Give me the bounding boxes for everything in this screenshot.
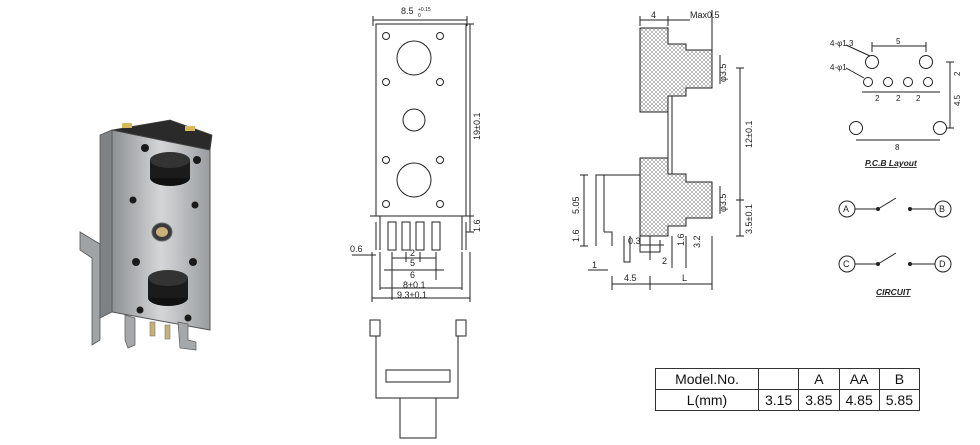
dim-pin-offset: 0.6 — [350, 244, 363, 254]
dim-max: Max0.5 — [690, 10, 720, 20]
table-header-blank — [757, 368, 800, 390]
pcb-dim-2b: 2 — [896, 94, 901, 103]
dim-pitch: 12±0.1 — [744, 121, 754, 148]
dim-5-05: 5.05 — [571, 196, 581, 214]
dim-1-6: 1.6 — [571, 229, 581, 242]
table-header-model: Model.No. — [655, 368, 759, 390]
dim-top-width: 4 — [651, 10, 656, 20]
pcb-dim-4-5: 4.5 — [953, 94, 962, 106]
table-cell-aa: 4.85 — [838, 389, 880, 411]
dim-3-2: 3.2 — [692, 235, 702, 248]
pcb-layout — [845, 42, 954, 141]
pcb-hole-1: 4-φ1.3 — [830, 39, 854, 48]
dim-phi-upper: φ3.5 — [718, 64, 728, 82]
pcb-dim-2c: 2 — [916, 94, 921, 103]
pcb-dim-5: 5 — [896, 37, 901, 46]
pcb-dim-8: 8 — [895, 143, 900, 152]
dim-4-5: 4.5 — [624, 273, 637, 283]
table-cell-a: 3.85 — [798, 389, 840, 411]
circuit-node-a: A — [843, 204, 849, 214]
dim-1-6b: 1.6 — [676, 233, 686, 246]
pcb-hole-2: 4-φ1 — [830, 63, 847, 72]
dim-width-tol2: 0 — [418, 13, 421, 19]
dim-phi-lower: φ3.5 — [718, 194, 728, 212]
circuit-labels: A B C D CIRCUIT — [843, 204, 946, 297]
dim-width-tol: +0.15 — [418, 7, 431, 13]
front-view-dims: 8.5 +0.15 0 19±0.1 1.6 0.6 2 5 6 8±0.1 9… — [350, 6, 482, 300]
dim-9-3: 9.3±0.1 — [397, 290, 427, 300]
table-cell-label: L(mm) — [655, 389, 759, 411]
pcb-title: P.C.B Layout — [865, 158, 918, 168]
table-cell-b: 5.85 — [878, 389, 921, 411]
table-cell-base: 3.15 — [757, 389, 800, 411]
table-header-a: A — [798, 368, 840, 390]
circuit — [838, 197, 952, 273]
side-view — [580, 10, 744, 290]
dim-5: 5 — [410, 258, 415, 268]
dim-low: 3.5±0.1 — [744, 204, 754, 234]
table-header-b: B — [878, 368, 921, 390]
dim-height: 19±0.1 — [472, 113, 482, 140]
dim-2: 2 — [662, 256, 667, 266]
table-row: L(mm) 3.15 3.85 4.85 5.85 — [655, 389, 921, 411]
dim-1: 1 — [592, 260, 597, 270]
circuit-title: CIRCUIT — [876, 287, 911, 297]
table-row: Model.No. A AA B — [655, 368, 921, 390]
dim-pin-height: 1.6 — [472, 219, 482, 232]
dim-6: 6 — [410, 270, 415, 280]
pcb-dim-2r: 2 — [953, 71, 962, 76]
circuit-node-b: B — [939, 204, 945, 214]
spec-table: Model.No. A AA B L(mm) 3.15 3.85 4.85 5.… — [655, 368, 921, 411]
dim-width-top: 8.5 — [401, 6, 414, 16]
circuit-node-c: C — [843, 259, 850, 269]
front-view — [352, 16, 474, 439]
dim-8: 8±0.1 — [403, 280, 425, 290]
dim-0-3: 0.3 — [628, 236, 641, 246]
circuit-node-d: D — [939, 259, 946, 269]
pcb-dim-2a: 2 — [875, 94, 880, 103]
pcb-dims: 4-φ1.3 4-φ1 5 2 2 2 2 4.5 8 P.C.B Layout — [830, 37, 962, 168]
table-header-aa: AA — [838, 368, 880, 390]
product-photo — [79, 119, 213, 351]
dim-2: 2 — [410, 248, 415, 258]
dim-L: L — [682, 273, 687, 283]
side-view-dims: 4 Max0.5 φ3.5 12±0.1 φ3.5 3.5±0.1 5.05 1… — [571, 10, 754, 283]
